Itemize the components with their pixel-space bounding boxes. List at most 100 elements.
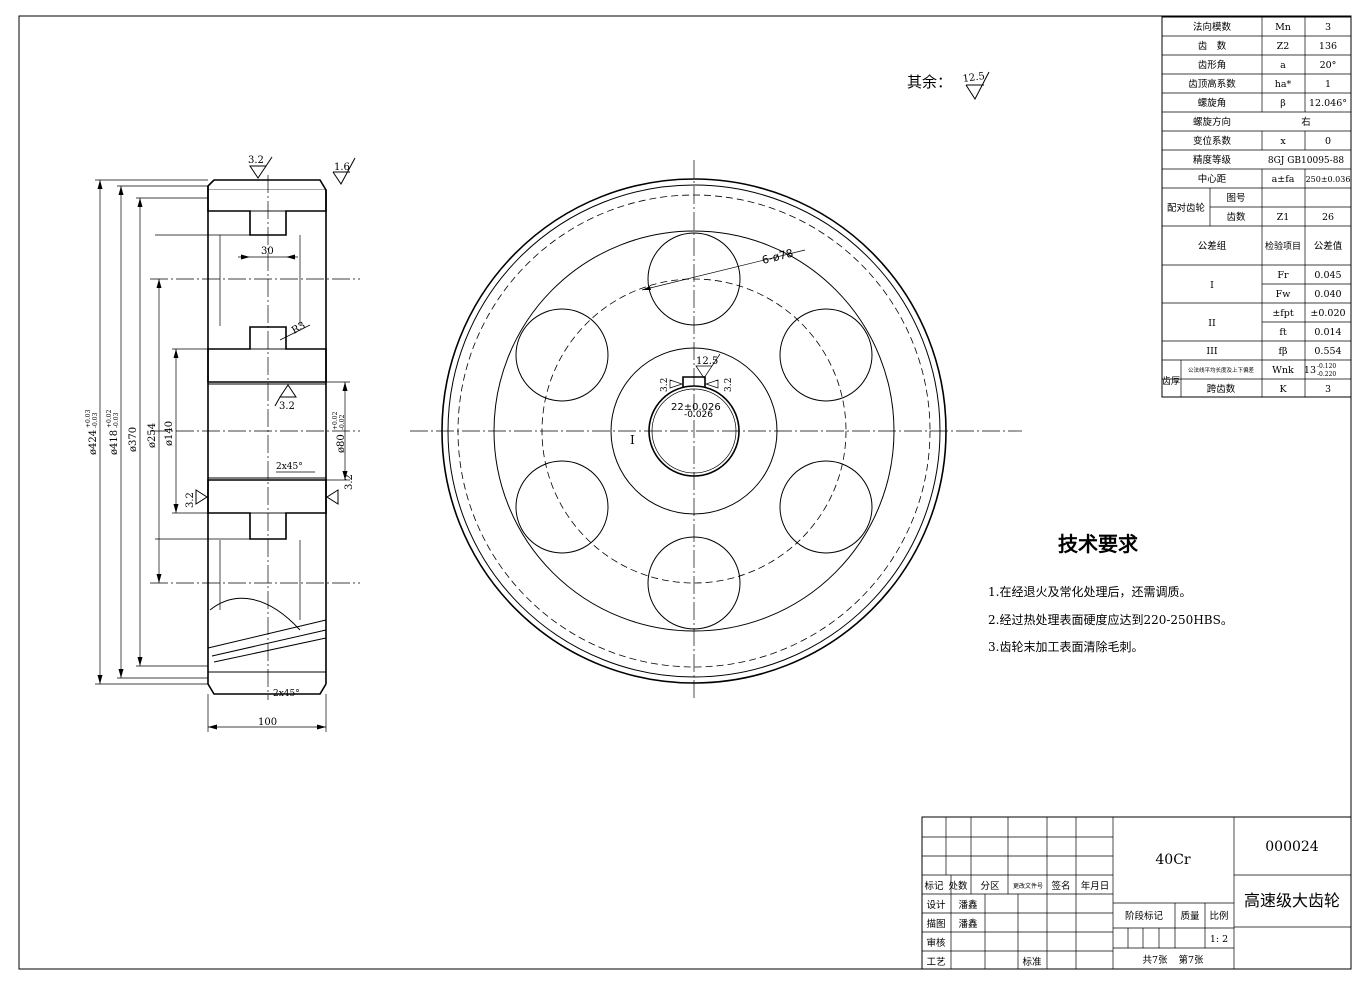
dim-d-rim: ø418 bbox=[109, 430, 120, 455]
dim-d-rim-tol-low: -0.03 bbox=[113, 412, 120, 428]
dim-d-hole-circle: ø370 bbox=[128, 427, 139, 452]
dim-d-web: ø254 bbox=[147, 423, 158, 448]
dim-d-bore: ø80 bbox=[336, 434, 347, 453]
key-roughness: 12.5 bbox=[696, 356, 718, 367]
tb-process: 工艺 bbox=[926, 957, 945, 968]
thickness-desc: 公法线平均长度及上下偏差 bbox=[1188, 366, 1255, 374]
front-view: 6-ø78 12.5 3.2 3.2 22±0.026 -0.026 I bbox=[410, 160, 1022, 700]
tol-val-fr: 0.045 bbox=[1314, 270, 1341, 281]
tol-sym-ft: ft bbox=[1279, 327, 1287, 338]
mating-teeth-val: 26 bbox=[1322, 212, 1334, 223]
param-val-1: 136 bbox=[1319, 41, 1337, 52]
thickness-val: 13 bbox=[1304, 365, 1316, 376]
tb-draw: 描图 bbox=[926, 918, 945, 930]
tech-item-3: 3.齿轮末加工表面清除毛刺。 bbox=[988, 639, 1143, 654]
holes-label: 6-ø78 bbox=[761, 247, 795, 267]
span-label: 跨齿数 bbox=[1207, 383, 1236, 395]
tb-mass: 质量 bbox=[1180, 910, 1200, 922]
tol-group-3: III bbox=[1206, 346, 1218, 357]
tb-sheet-no: 第7张 bbox=[1178, 954, 1204, 966]
mating-drawing-label: 图号 bbox=[1226, 193, 1245, 204]
tech-requirements: 技术要求 1.在经退火及常化处理后，还需调质。 2.经过热处理表面硬度应达到22… bbox=[988, 532, 1233, 654]
tb-scale: 1: 2 bbox=[1210, 934, 1228, 945]
span-sym: K bbox=[1279, 384, 1287, 395]
mating-teeth-sym: Z1 bbox=[1277, 212, 1290, 223]
tol-sym-fw: Fw bbox=[1276, 289, 1291, 300]
param-name-8: 中心距 bbox=[1198, 173, 1227, 185]
dim-d-bore-tol-up: +0.02 bbox=[332, 411, 339, 430]
side-roughness-4: 3.2 bbox=[185, 492, 196, 508]
tb-header-mark: 标记 bbox=[924, 880, 944, 892]
dim-chamfer-2: 2x45° bbox=[273, 689, 300, 699]
tol-val-fpt: ±0.020 bbox=[1310, 308, 1345, 319]
param-name-5: 螺旋方向 bbox=[1193, 116, 1231, 128]
param-name-7: 精度等级 bbox=[1193, 154, 1232, 166]
param-val-5: 右 bbox=[1301, 116, 1311, 128]
tb-material: 40Cr bbox=[1155, 852, 1191, 868]
dim-chamfer-1: 2x45° bbox=[276, 462, 303, 472]
tb-scale-label: 比例 bbox=[1209, 910, 1228, 922]
lightening-holes bbox=[515, 232, 873, 630]
side-roughness-3: 3.2 bbox=[279, 401, 295, 412]
tol-val-fw: 0.040 bbox=[1314, 289, 1341, 300]
tol-value-header: 公差值 bbox=[1314, 240, 1343, 252]
dim-d-hub: ø140 bbox=[164, 421, 175, 446]
param-val-8: 250±0.036 bbox=[1306, 175, 1351, 184]
tb-standard: 标准 bbox=[1022, 956, 1042, 968]
side-roughness-5: 3.2 bbox=[344, 474, 355, 490]
dim-d-rim-tol-up: +0.02 bbox=[106, 409, 113, 428]
roughness-other-value: 12.5 bbox=[962, 71, 986, 85]
tb-sheets: 共7张 bbox=[1142, 955, 1168, 966]
tb-header-sign: 签名 bbox=[1051, 880, 1070, 892]
tol-sym-fb: fβ bbox=[1278, 346, 1288, 357]
param-sym-1: Z2 bbox=[1277, 41, 1290, 52]
tb-header-zone: 分区 bbox=[980, 881, 1000, 892]
dim-d-tip-tol-up: +0.03 bbox=[85, 409, 92, 428]
param-val-7: 8GJ GB10095-88 bbox=[1268, 156, 1345, 166]
keyway-tol: 22±0.026 bbox=[671, 402, 721, 413]
param-val-4: 12.046° bbox=[1309, 98, 1347, 109]
param-sym-0: Mn bbox=[1275, 22, 1291, 33]
dim-d-tip: ø424 bbox=[88, 430, 99, 455]
title-block: 标记 处数 分区 更改文件号 签名 年月日 设计 潘鑫 描图 潘鑫 审核 工艺 … bbox=[921, 816, 1352, 970]
tol-sym-fr: Fr bbox=[1277, 270, 1289, 281]
param-val-6: 0 bbox=[1325, 136, 1331, 147]
tb-header-date: 年月日 bbox=[1081, 880, 1110, 892]
param-name-2: 齿形角 bbox=[1198, 59, 1227, 71]
side-roughness-2: 1.6 bbox=[334, 162, 350, 173]
param-sym-6: x bbox=[1280, 136, 1286, 147]
tb-header-count: 处数 bbox=[948, 880, 968, 892]
param-sym-2: a bbox=[1280, 60, 1286, 71]
param-val-2: 20° bbox=[1320, 60, 1337, 71]
tb-draw-name: 潘鑫 bbox=[958, 918, 978, 930]
param-name-4: 螺旋角 bbox=[1198, 97, 1227, 109]
tech-item-1: 1.在经退火及常化处理后，还需调质。 bbox=[988, 585, 1191, 599]
dim-d-tip-tol-low: -0.03 bbox=[92, 412, 99, 428]
roughness-other: 其余： 12.5 bbox=[907, 71, 990, 100]
keyway-tol-2: -0.026 bbox=[684, 410, 713, 420]
roughness-other-symbol bbox=[965, 71, 990, 100]
param-name-3: 齿顶高系数 bbox=[1188, 78, 1236, 90]
thickness-tol-up: -0.120 bbox=[1317, 363, 1336, 370]
key-side-roughness-2: 3.2 bbox=[724, 378, 734, 392]
tol-val-ft: 0.014 bbox=[1314, 327, 1341, 338]
hole-top-right bbox=[779, 308, 873, 402]
tol-group-header: 公差组 bbox=[1198, 240, 1227, 252]
span-val: 3 bbox=[1325, 384, 1331, 395]
tol-val-fb: 0.554 bbox=[1314, 346, 1341, 357]
tol-sym-fpt: ±fpt bbox=[1272, 308, 1294, 319]
dim-d-bore-tol-low: -0.02 bbox=[339, 414, 346, 430]
side-roughness: 3.2 1.6 3.2 3.2 3.2 bbox=[185, 155, 356, 508]
param-name-6: 变位系数 bbox=[1193, 135, 1232, 147]
mating-label: 配对齿轮 bbox=[1167, 202, 1206, 214]
param-sym-8: a±fa bbox=[1272, 174, 1295, 185]
tb-design: 设计 bbox=[926, 899, 946, 911]
tech-item-2: 2.经过热处理表面硬度应达到220-250HBS。 bbox=[988, 612, 1233, 627]
mating-teeth-label: 齿数 bbox=[1226, 211, 1246, 223]
thickness-sym: Wnk bbox=[1272, 365, 1294, 376]
hole-bottom-right bbox=[779, 460, 873, 554]
thickness-label: 齿厚 bbox=[1162, 376, 1180, 387]
tb-part-name: 高速级大齿轮 bbox=[1244, 891, 1340, 910]
tb-design-name: 潘鑫 bbox=[958, 899, 978, 911]
